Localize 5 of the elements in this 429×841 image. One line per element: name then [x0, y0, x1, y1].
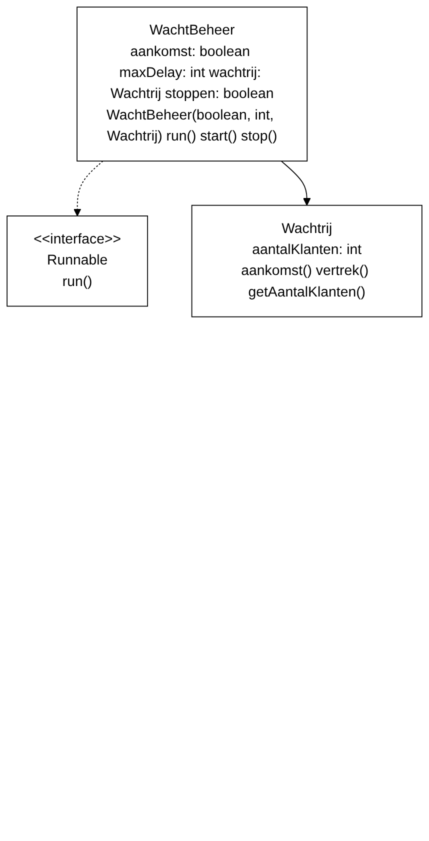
node-box: Wachtrij aantalKlanten: int aankomst() vertrek() getAantalKlanten() [191, 204, 422, 318]
arrow [280, 160, 311, 206]
node-box: <<interface>> Runnable run() [6, 216, 148, 307]
node-box: WachtBeheer aankomst: boolean maxDelay: int wachtrij: Wachtrij stoppen: boolean WachtBeheer(boolean, int, Wachtrij) run() start() stop() [76, 6, 308, 162]
arrow [73, 160, 104, 216]
